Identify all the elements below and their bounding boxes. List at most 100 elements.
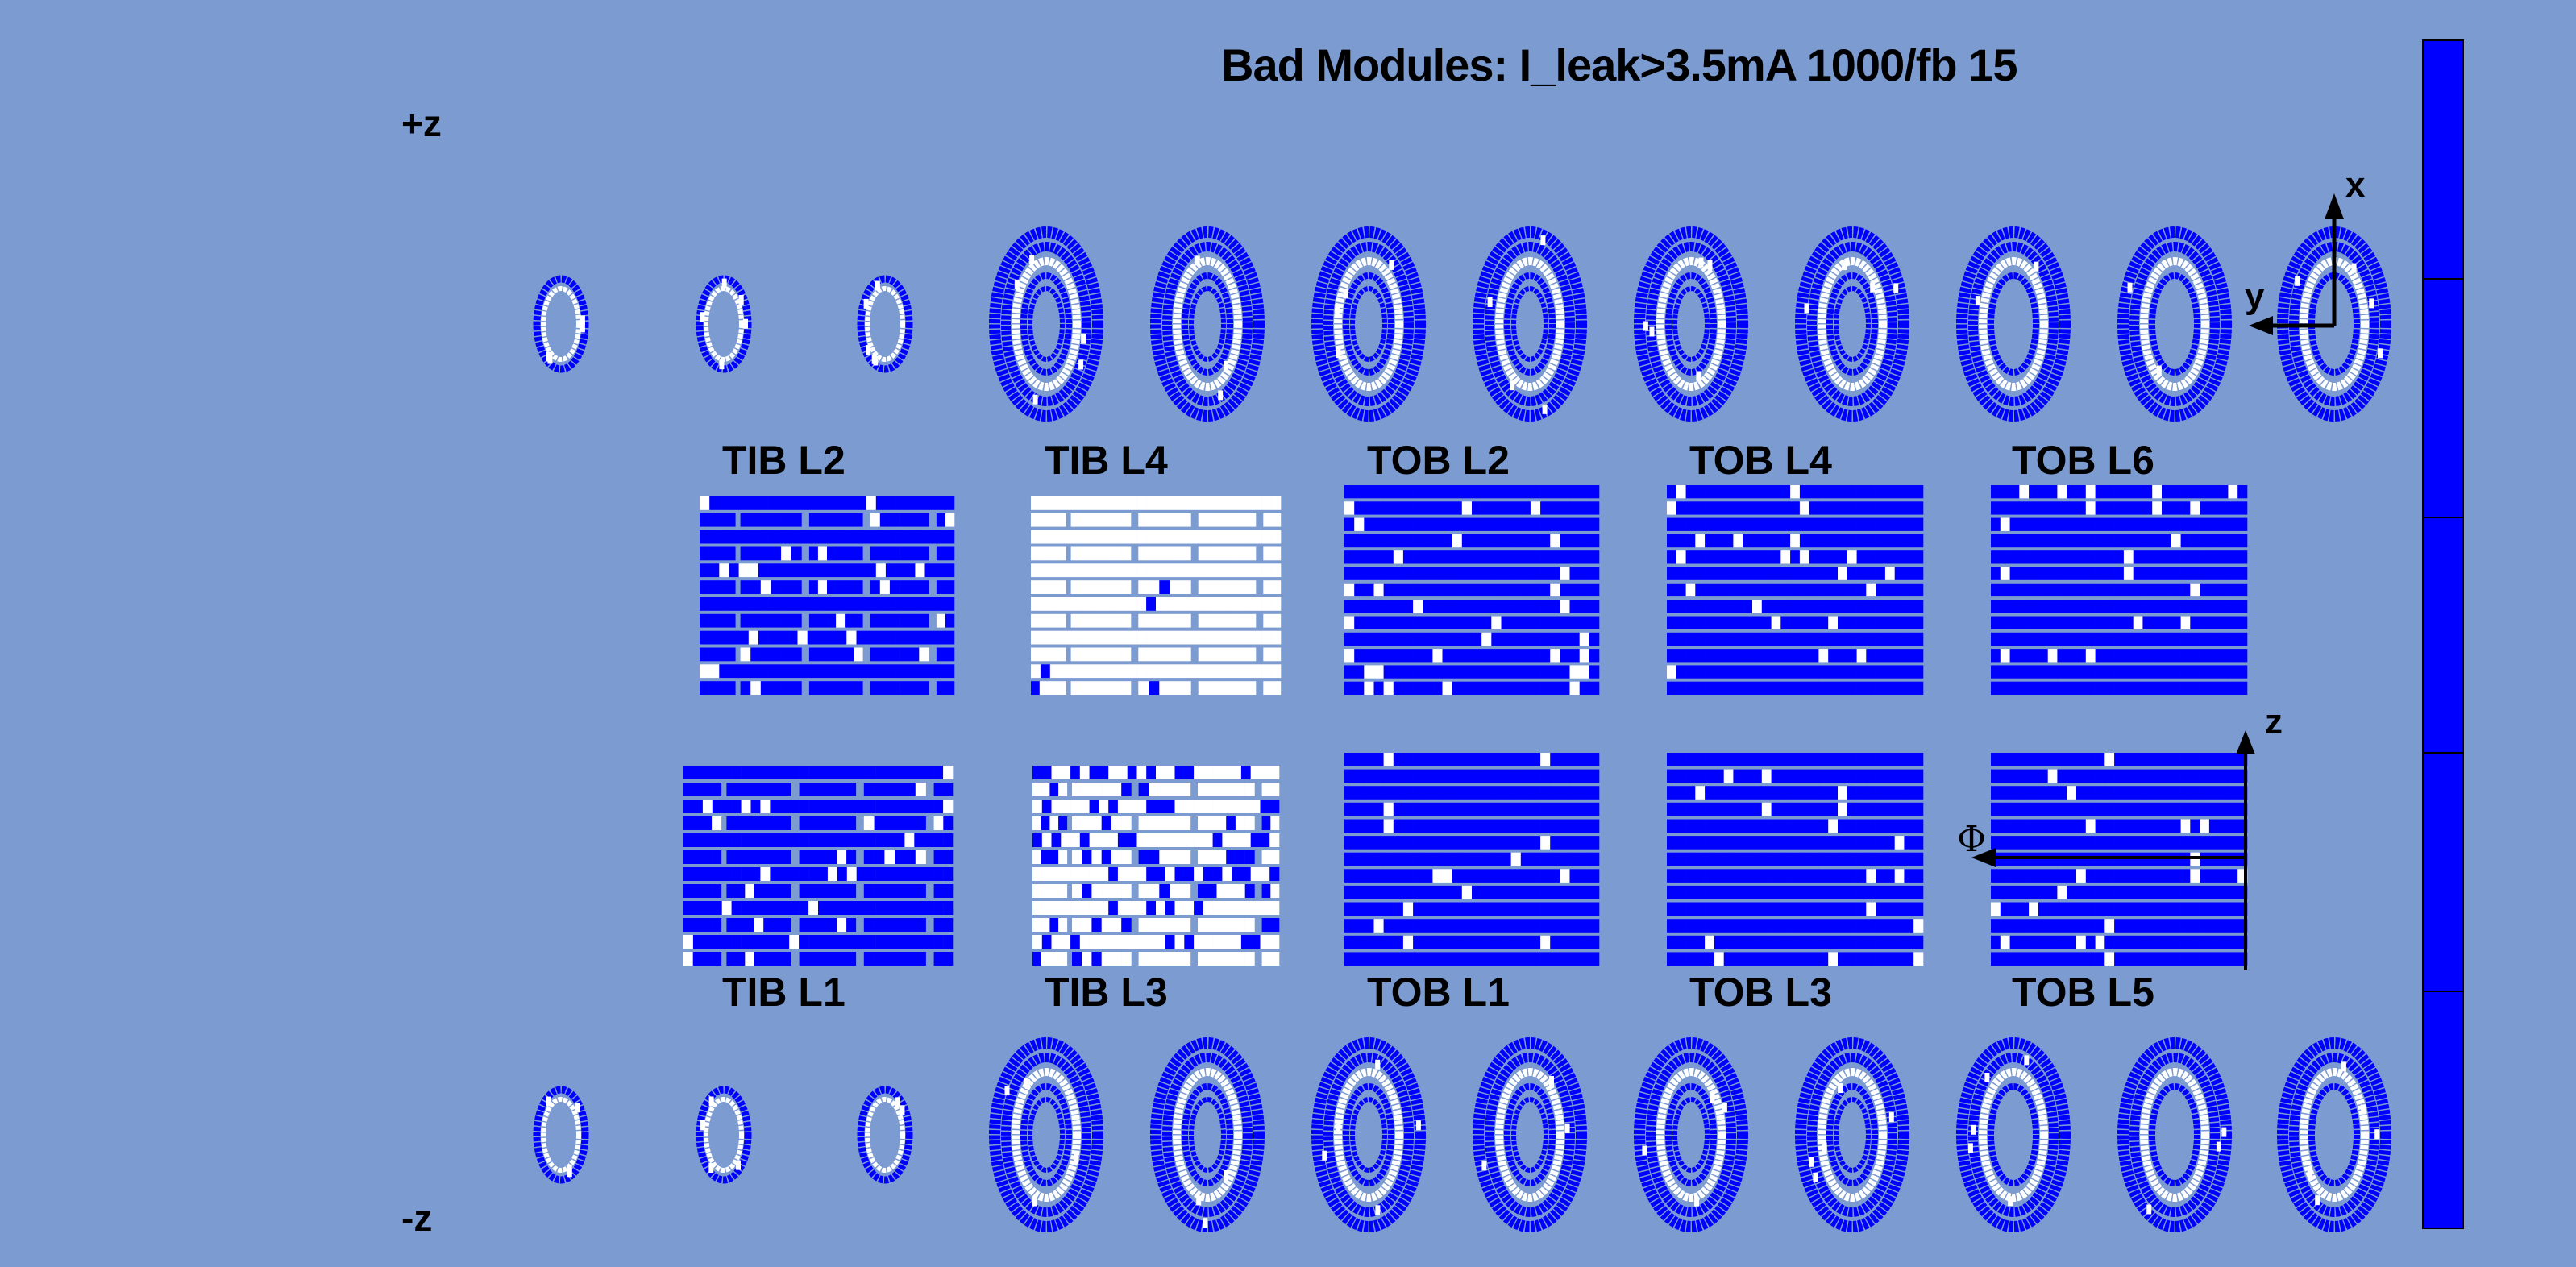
bad-module [1244,816,1255,830]
module [1472,753,1482,766]
module [1510,600,1522,613]
module [870,681,881,695]
module [1752,902,1763,916]
bad-module [1822,1142,1827,1153]
module [2057,919,2067,933]
bad-module [1117,901,1128,915]
module [1894,852,1905,866]
bad-module [1098,597,1108,611]
module-ring [1343,1083,1394,1186]
module [768,563,779,578]
module [750,901,761,915]
module [2133,665,2143,679]
bad-module [1136,833,1147,847]
module [1501,567,1511,580]
module [1501,802,1511,816]
module [1579,919,1590,933]
bad-module [1082,918,1092,932]
module [1733,902,1743,916]
bad-module [1174,901,1185,915]
module [1481,836,1492,850]
module [2114,952,2125,966]
module [1714,534,1724,548]
module [2000,919,2010,933]
module [1481,517,1492,531]
module [2190,567,2200,580]
module [1261,816,1271,830]
module [1481,583,1492,597]
module [1733,869,1743,883]
module [754,884,764,898]
bad-module [1184,563,1195,578]
module [1667,769,1677,783]
module [2190,885,2200,899]
module [1705,534,1715,548]
module [943,783,954,796]
module [2218,786,2229,800]
bad-module [1121,850,1132,864]
module [1354,769,1365,783]
bad-module [2156,365,2162,376]
module [1589,902,1600,916]
bad-module [1091,850,1102,864]
module-ring [1323,1053,1414,1217]
bad-module [1723,769,1734,783]
module [2095,649,2105,663]
module [2047,952,2058,966]
bad-module [1263,647,1273,662]
module [875,664,887,679]
bad-module [1111,580,1121,594]
z-axis-arrow-icon [2236,730,2255,754]
bad-module [1032,867,1043,881]
module [837,630,847,645]
module [2076,786,2087,800]
module [1423,836,1433,850]
module [1790,836,1801,850]
bad-module [1111,850,1122,864]
module [729,496,739,510]
bad-module [2000,567,2010,580]
bad-module [1847,550,1857,564]
module [1530,517,1541,531]
module [763,816,773,830]
module [909,513,920,527]
module [1695,769,1706,783]
module [1695,885,1706,899]
module [2029,869,2039,883]
bad-module [1079,867,1090,881]
module [856,597,866,611]
module [1818,600,1829,613]
module [1520,769,1531,783]
module [943,867,954,881]
module [1733,786,1743,800]
module [700,513,709,527]
module [1780,786,1791,800]
module [1771,919,1781,933]
module-ring [1182,272,1233,376]
module [740,580,751,594]
bad-module [1461,501,1473,515]
module [2076,665,2087,679]
bad-module [1207,580,1218,594]
module [1676,919,1686,933]
module [692,901,704,915]
bad-module [1138,681,1149,695]
module [1344,753,1355,766]
module [1761,919,1772,933]
module [1752,649,1763,663]
module [1032,833,1043,847]
module [781,580,791,594]
module [2133,534,2143,548]
bad-module [1121,952,1132,966]
bad-module-ring [1656,257,1726,391]
module [1790,769,1801,783]
module [1991,869,2001,883]
module [1393,517,1404,531]
bad-module [1117,630,1128,645]
module [754,952,764,966]
module [2114,902,2125,916]
module [1550,919,1560,933]
module [818,884,828,898]
bad-module [1136,496,1147,510]
module [1491,919,1502,933]
